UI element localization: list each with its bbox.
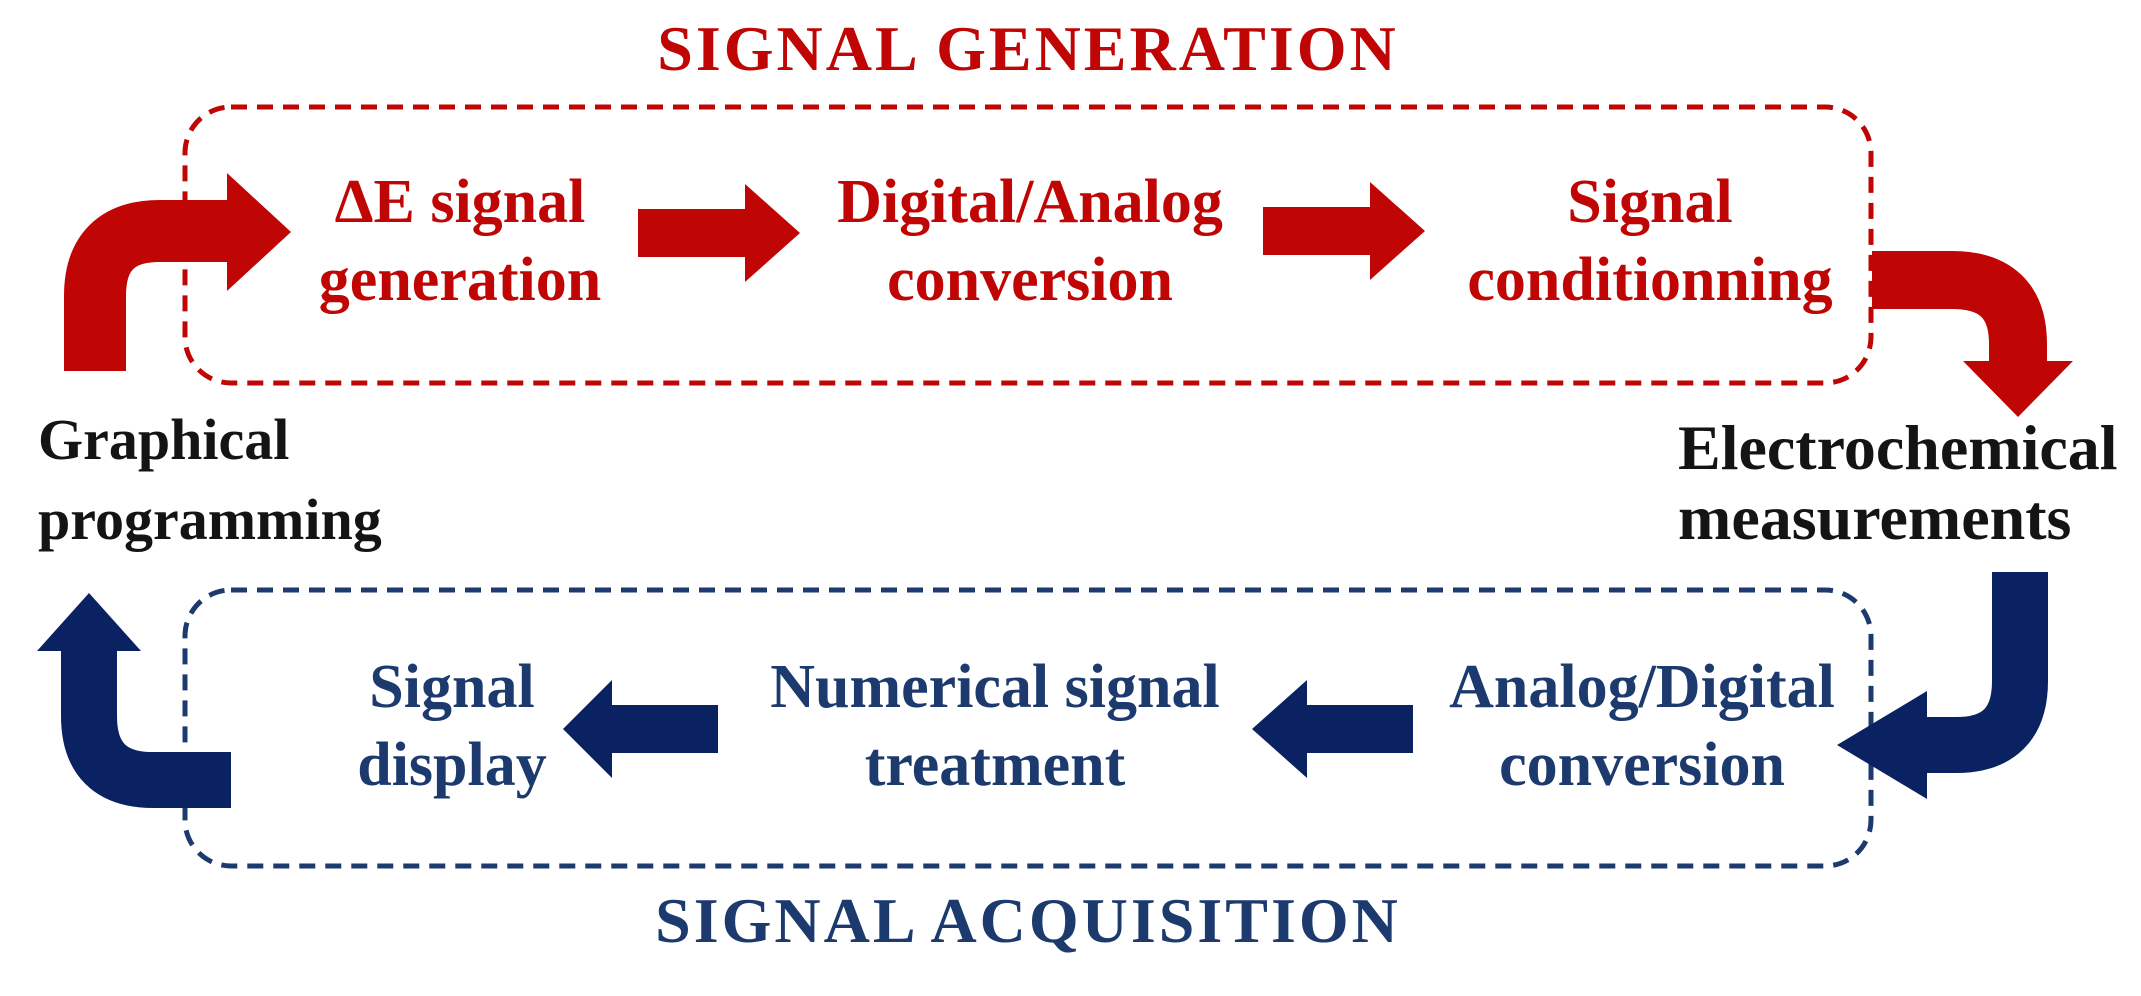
step-line: Digital/Analog: [837, 168, 1223, 236]
curved-arrow-acquisition-to-programming-icon: [37, 593, 231, 808]
step-signal-display: Signal display: [227, 648, 677, 804]
step-analog-digital-conversion: Analog/Digital conversion: [1417, 648, 1867, 804]
curved-arrow-programming-to-generation-icon: [64, 173, 291, 371]
graphical-programming-label: Graphical programming: [38, 400, 382, 560]
step-line: Signal: [369, 653, 535, 721]
curved-arrow-generation-to-measurements-icon: [1872, 251, 2073, 417]
step-line: Analog/Digital: [1449, 653, 1835, 721]
side-label-line: programming: [38, 487, 382, 552]
side-label-line: measurements: [1678, 482, 2072, 553]
arrow-generation-step2-icon: [1263, 182, 1425, 280]
step-line: conditionning: [1467, 246, 1833, 314]
side-label-line: Graphical: [38, 407, 290, 472]
arrow-generation-step1-icon: [638, 184, 800, 282]
step-line: Numerical signal: [770, 653, 1220, 721]
step-line: generation: [318, 246, 602, 314]
side-label-line: Electrochemical: [1678, 412, 2118, 483]
step-line: treatment: [864, 731, 1126, 799]
step-signal-conditionning: Signal conditionning: [1425, 163, 1875, 319]
step-line: display: [357, 731, 547, 799]
step-line: Signal: [1567, 168, 1733, 236]
step-de-signal-generation: ΔE signal generation: [235, 163, 685, 319]
arrow-acquisition-step1-icon: [563, 680, 718, 778]
step-line: conversion: [1499, 731, 1785, 799]
step-digital-analog-conversion: Digital/Analog conversion: [805, 163, 1255, 319]
arrow-acquisition-step2-icon: [1252, 680, 1413, 778]
electrochemical-measurements-label: Electrochemical measurements: [1678, 413, 2118, 553]
curved-arrow-measurements-to-acquisition-icon: [1837, 572, 2048, 799]
signal-acquisition-box: [182, 587, 1874, 869]
step-line: ΔE signal: [334, 168, 586, 236]
step-line: conversion: [887, 246, 1173, 314]
signal-generation-title: SIGNAL GENERATION: [657, 13, 1399, 84]
signal-acquisition-title: SIGNAL ACQUISITION: [655, 885, 1401, 956]
step-numerical-signal-treatment: Numerical signal treatment: [770, 648, 1220, 804]
